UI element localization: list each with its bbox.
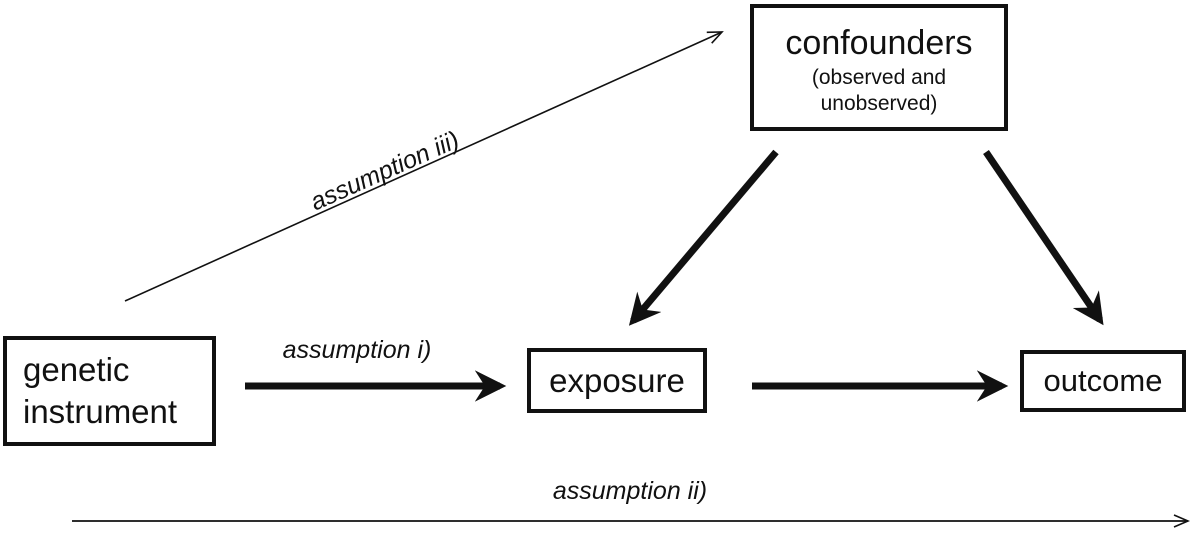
node-genetic-instrument-label: genetic instrument [23,350,178,430]
node-outcome-label: outcome [1043,363,1163,398]
node-confounders-sublabel: (observed and unobserved) [811,65,947,115]
node-confounders-label: confounders [785,23,973,62]
node-outcome: outcome [1020,350,1186,412]
label-assumption-i: assumption i) [282,336,432,364]
edge-confounders-to-outcome [983,150,1104,326]
edge-instrument-to-confounders [124,32,722,302]
label-assumption-ii: assumption ii) [552,477,708,505]
node-exposure-label: exposure [549,361,685,399]
node-genetic-instrument: genetic instrument [3,336,216,446]
edge-confounders-to-exposure [628,149,779,326]
node-exposure: exposure [527,348,707,413]
node-confounders: confounders (observed and unobserved) [750,4,1008,131]
